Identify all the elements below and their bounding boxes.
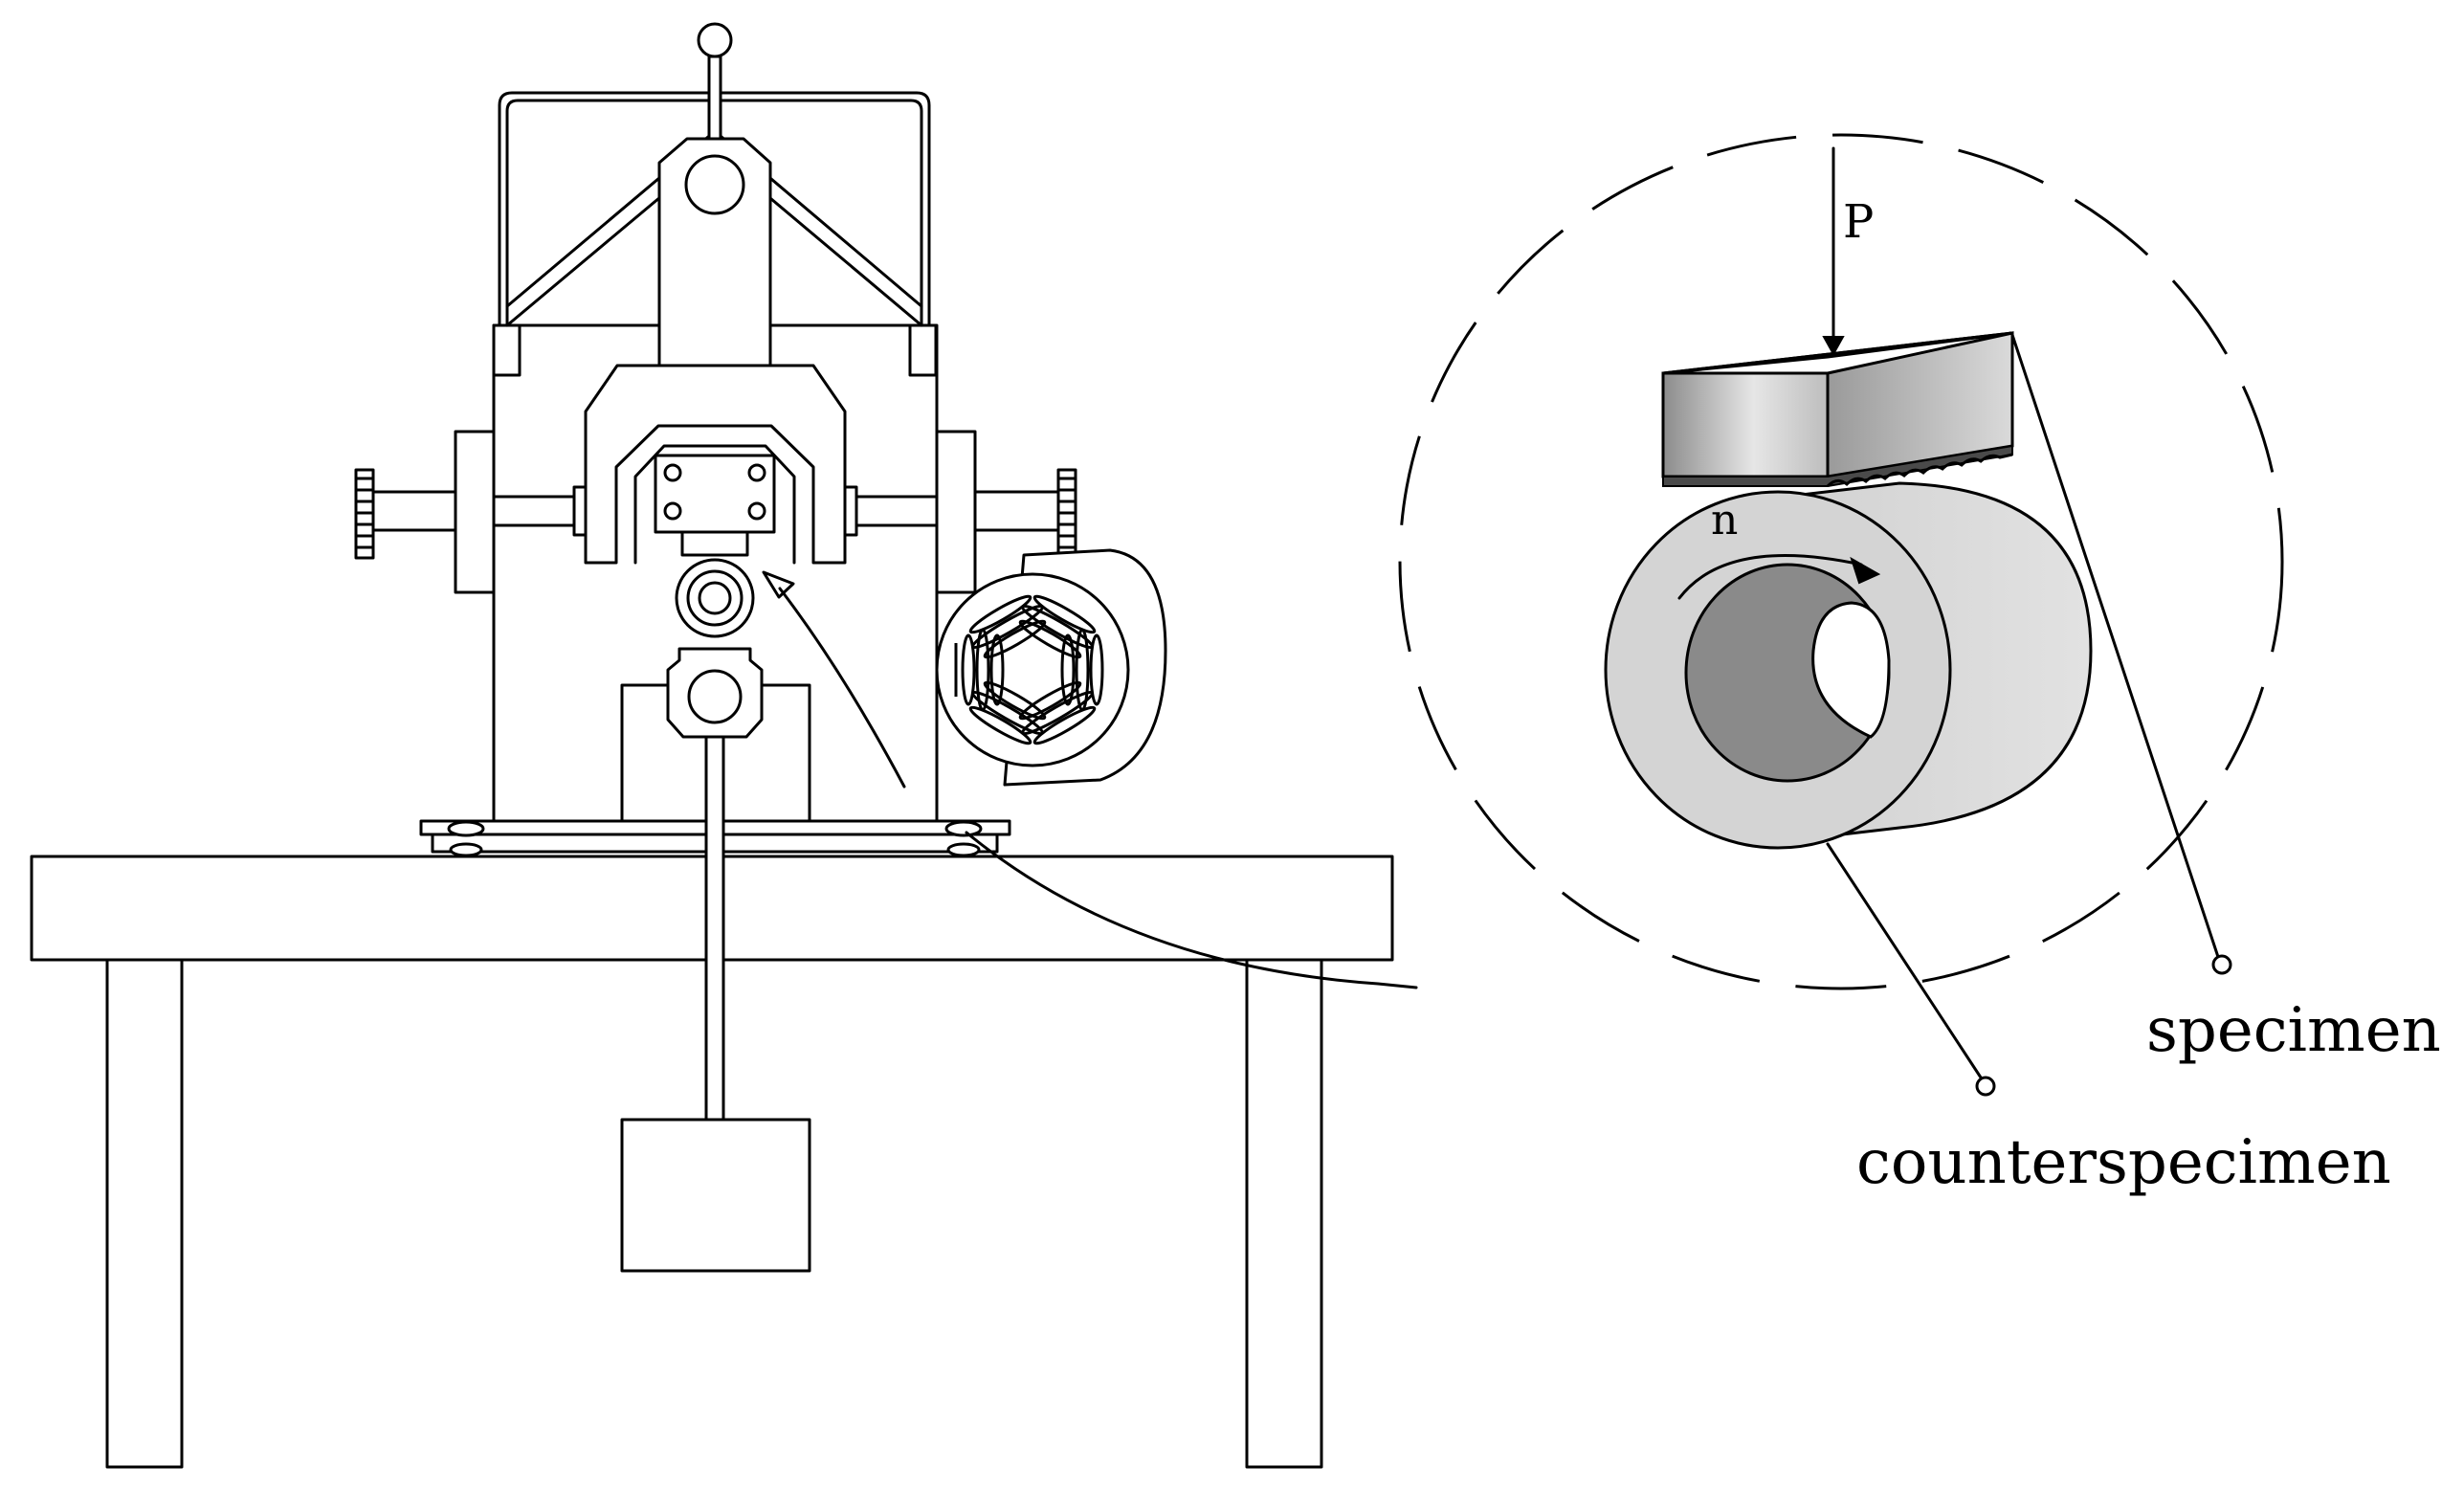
rotation-label: n [1711, 496, 1738, 544]
detail-leader-curve [965, 831, 1418, 989]
load-weight [620, 1118, 811, 1273]
counterspecimen-ring [1604, 481, 2093, 850]
motor [935, 548, 1167, 787]
table-leg-left [105, 958, 184, 1469]
counterspecimen-leader-dot [1975, 1076, 1996, 1097]
contact-pointer-arrow [778, 587, 906, 789]
specimen-leader-dot [2211, 954, 2232, 975]
specimen-label: specimen [2146, 995, 2441, 1066]
counterspecimen-label: counterspecimen [1856, 1127, 2391, 1198]
counterspecimen-leader [1826, 842, 1983, 1079]
table-leg-right [1245, 958, 1323, 1469]
detail-circle [1398, 133, 2284, 990]
specimen-leader [2010, 333, 2220, 959]
detail-view [1398, 133, 2284, 1097]
load-label: P [1843, 195, 1874, 249]
machine [354, 22, 1167, 1273]
specimen-block [1661, 331, 2014, 488]
